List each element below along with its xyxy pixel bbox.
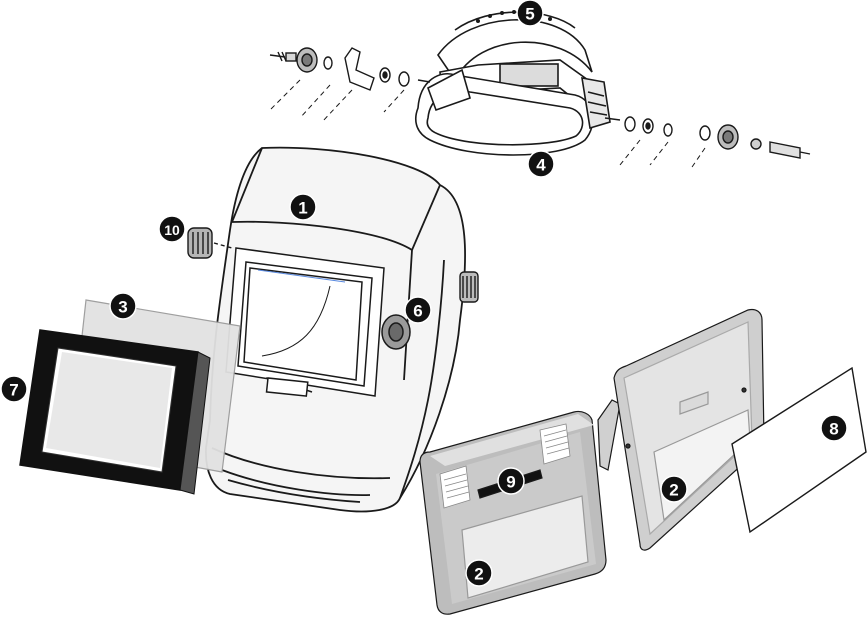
callout-badge bbox=[497, 467, 525, 495]
pivot-bolt bbox=[769, 141, 801, 159]
callout-shade-knob: 6 bbox=[404, 296, 432, 324]
outer-cover-lens bbox=[731, 366, 867, 534]
callout-helmet-shell: 1 bbox=[289, 193, 317, 221]
filter-vent-left bbox=[439, 465, 471, 509]
auto-darkening-filter-back bbox=[597, 308, 765, 551]
callout-number: 9 bbox=[506, 473, 515, 492]
callout-number: 2 bbox=[669, 481, 678, 500]
right-leader-lines bbox=[619, 139, 706, 171]
callout-number: 10 bbox=[164, 222, 180, 238]
callout-side-knob: 10 bbox=[158, 215, 186, 243]
callout-layer: 1 2 2 3 4 5 6 7 8 9 10 bbox=[0, 0, 848, 587]
callout-badge bbox=[820, 414, 848, 442]
auto-darkening-filter-front bbox=[419, 410, 607, 615]
callout-badge bbox=[0, 375, 28, 403]
callout-number: 3 bbox=[118, 298, 127, 317]
lens-retaining-frame bbox=[19, 329, 211, 495]
viewing-window bbox=[225, 247, 385, 397]
shade-knob bbox=[381, 314, 411, 350]
callout-lens-retaining-frame: 7 bbox=[0, 375, 28, 403]
callout-number: 1 bbox=[298, 199, 307, 218]
left-pivot-hardware bbox=[269, 47, 431, 91]
callout-number: 8 bbox=[829, 420, 838, 439]
filter-vent-right bbox=[539, 423, 571, 465]
callout-number: 5 bbox=[525, 5, 534, 24]
callout-number: 6 bbox=[413, 302, 422, 321]
callout-badge bbox=[660, 475, 688, 503]
callout-number: 2 bbox=[474, 565, 483, 584]
helmet-side-knob bbox=[459, 271, 479, 303]
left-leader-lines bbox=[269, 79, 405, 123]
callout-inner-cover-lens: 3 bbox=[109, 292, 137, 320]
side-knob bbox=[187, 227, 233, 259]
callout-filter-controls: 9 bbox=[497, 467, 525, 495]
headgear-top-strap bbox=[437, 19, 593, 82]
callout-badge bbox=[289, 193, 317, 221]
right-pivot-hardware bbox=[604, 116, 811, 159]
callout-outer-cover-lens: 8 bbox=[820, 414, 848, 442]
callout-number: 4 bbox=[536, 156, 546, 175]
callout-auto-darkening-filter-back: 2 bbox=[660, 475, 688, 503]
callout-badge bbox=[527, 150, 555, 178]
callout-headgear-band: 4 bbox=[527, 150, 555, 178]
callout-headgear-top-strap: 5 bbox=[516, 0, 544, 27]
callout-badge bbox=[158, 215, 186, 243]
callout-number: 7 bbox=[9, 381, 18, 400]
callout-badge bbox=[465, 559, 493, 587]
callout-badge bbox=[516, 0, 544, 27]
callout-auto-darkening-filter-front: 2 bbox=[465, 559, 493, 587]
pivot-bracket bbox=[344, 47, 375, 91]
callout-badge bbox=[109, 292, 137, 320]
callout-badge bbox=[404, 296, 432, 324]
headgear-assembly bbox=[415, 10, 611, 156]
